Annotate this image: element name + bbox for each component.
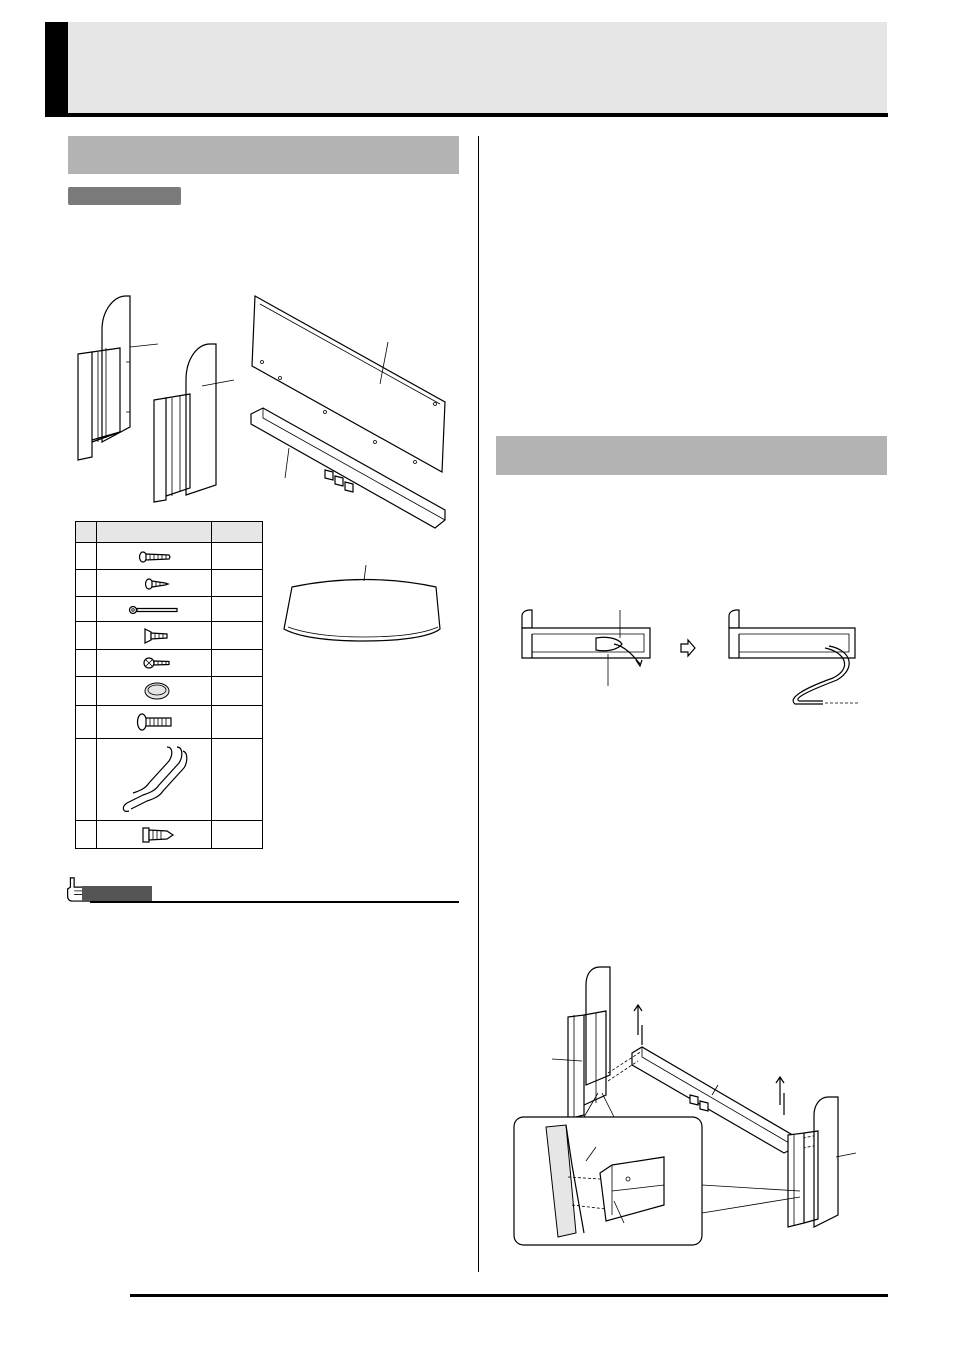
row-id [75,820,97,849]
short-screw-icon [96,569,212,597]
row-id [75,542,97,570]
table-row [75,569,263,597]
parts-table-header [75,521,263,543]
row-id [75,676,97,706]
table-row [75,820,263,849]
arrow-right-icon [680,638,696,658]
header-rule [45,113,888,117]
side-panel-right-illustration [150,340,240,505]
table-row [75,621,263,650]
row-qty [211,569,263,597]
row-qty [211,542,263,570]
col-header-part [96,521,212,543]
row-id [75,621,97,650]
music-stand-illustration [280,565,446,645]
row-qty [211,649,263,677]
table-row [75,649,263,677]
row-qty [211,596,263,622]
wing-screw-icon [96,621,212,650]
bolt-icon [96,705,212,739]
table-row [75,676,263,706]
note-tag [82,886,152,902]
plug-anchor-icon [96,820,212,849]
row-id [75,705,97,739]
small-screw-icon [96,649,212,677]
row-qty [211,676,263,706]
row-id [75,649,97,677]
footer-rule [130,1294,888,1297]
back-panel-illustration [250,292,450,482]
row-id [75,596,97,622]
table-row [75,542,263,570]
row-id [75,738,97,821]
stand-assembly-illustration [512,965,872,1250]
long-screw-icon [96,542,212,570]
row-qty [211,820,263,849]
pedal-cord-after-illustration [725,608,865,713]
headphone-hook-icon [96,738,212,821]
table-row [75,738,263,821]
page-header-band [45,22,887,114]
parts-table [75,521,263,849]
table-row [75,596,263,622]
header-tab-marker [45,22,68,114]
row-id [75,569,97,597]
cable-tie-icon [96,596,212,622]
left-section-title-bar [68,136,459,174]
row-qty [211,705,263,739]
row-qty [211,621,263,650]
pedal-bar-illustration [245,400,450,540]
column-divider [478,136,479,1272]
table-row [75,705,263,739]
side-panel-left-illustration [72,292,162,462]
pedal-cord-before-illustration [518,608,663,688]
col-header-id [75,521,97,543]
row-qty [211,738,263,821]
col-header-qty [211,521,263,543]
cap-icon [96,676,212,706]
model-tag [68,187,181,205]
note-rule [90,901,459,903]
right-section-title-bar [496,436,887,475]
